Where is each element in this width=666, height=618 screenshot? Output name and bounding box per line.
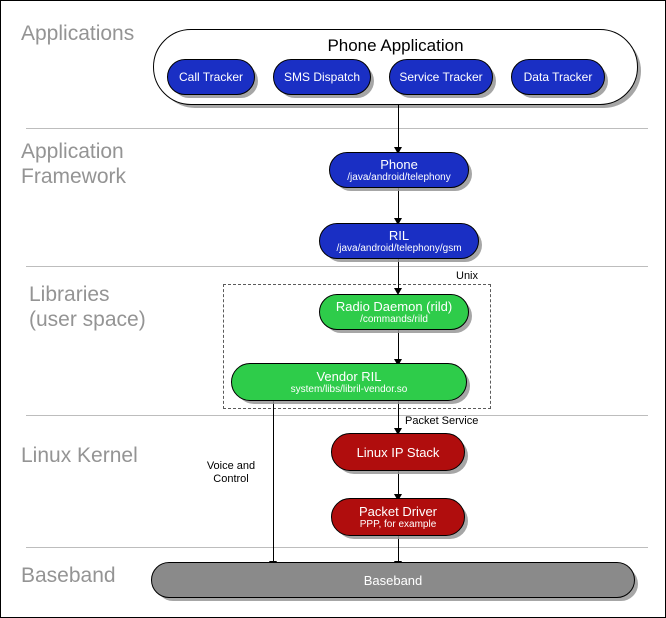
app-node-service-tracker[interactable]: Service Tracker <box>389 59 493 95</box>
library-node-radio-daemon-title: Radio Daemon (rild) <box>335 298 453 314</box>
app-node-sms-dispatch-label: SMS Dispatch <box>283 69 361 84</box>
band-label-baseband: Baseband <box>21 564 116 587</box>
framework-node-ril-subtitle: /java/android/telephony/gsm <box>336 242 462 254</box>
connector-ip-stack-to-packet-driver <box>398 471 399 499</box>
framework-node-phone[interactable]: Phone /java/android/telephony <box>329 152 469 188</box>
library-node-radio-daemon-subtitle: /commands/rild <box>360 313 428 325</box>
arrowhead-ril-to-rild <box>394 288 402 295</box>
connector-phone-to-ril <box>398 188 399 222</box>
band-label-libraries: Libraries (user space) <box>29 283 146 331</box>
kernel-node-linux-ip-stack[interactable]: Linux IP Stack <box>331 433 465 471</box>
connector-packet-driver-to-baseband <box>398 536 399 565</box>
library-node-vendor-ril-subtitle: system/libs/libril-vendor.so <box>290 383 408 395</box>
app-node-data-tracker[interactable]: Data Tracker <box>511 59 605 95</box>
kernel-node-packet-driver-title: Packet Driver <box>358 503 438 519</box>
divider-linux-kernel <box>26 547 648 548</box>
connector-vendor-ril-to-ip-stack <box>398 401 399 433</box>
baseband-node-title: Baseband <box>363 572 423 588</box>
band-label-application-framework: Application Framework <box>21 140 127 188</box>
arrowhead-phone-to-ril <box>394 218 402 225</box>
unix-group-label: Unix <box>456 270 479 282</box>
connector-rild-to-vendor-ril <box>398 330 399 364</box>
unix-group-box <box>223 284 491 409</box>
framework-node-ril[interactable]: RIL /java/android/telephony/gsm <box>319 223 479 259</box>
edge-label-packet-service: Packet Service <box>405 415 479 427</box>
kernel-node-packet-driver[interactable]: Packet Driver PPP, for example <box>331 498 465 536</box>
framework-node-phone-subtitle: /java/android/telephony <box>347 171 451 183</box>
arrowhead-vendor-ril-to-ip-stack <box>394 428 402 435</box>
framework-node-ril-title: RIL <box>388 227 410 243</box>
arrowhead-apps-to-phone <box>394 147 402 154</box>
divider-application-framework <box>26 266 648 267</box>
app-node-service-tracker-label: Service Tracker <box>399 69 483 84</box>
divider-applications <box>26 128 648 129</box>
baseband-node[interactable]: Baseband <box>151 562 635 598</box>
kernel-node-linux-ip-stack-title: Linux IP Stack <box>356 444 440 460</box>
band-label-linux-kernel: Linux Kernel <box>21 444 138 467</box>
app-node-call-tracker-label: Call Tracker <box>178 69 243 84</box>
band-label-applications: Applications <box>21 22 135 45</box>
library-node-vendor-ril[interactable]: Vendor RIL system/libs/libril-vendor.so <box>231 363 467 401</box>
library-node-vendor-ril-title: Vendor RIL <box>316 368 382 384</box>
app-node-call-tracker[interactable]: Call Tracker <box>167 59 255 95</box>
kernel-node-packet-driver-subtitle: PPP, for example <box>359 518 437 530</box>
connector-apps-to-phone <box>398 105 399 151</box>
divider-libraries <box>26 415 648 416</box>
edge-label-voice-and-control: Voice and Control <box>206 460 256 485</box>
connector-ril-to-rild <box>398 259 399 293</box>
library-node-radio-daemon[interactable]: Radio Daemon (rild) /commands/rild <box>319 294 469 330</box>
phone-application-title: Phone Application <box>327 36 464 55</box>
app-node-data-tracker-label: Data Tracker <box>523 69 593 84</box>
connector-vendor-ril-to-baseband <box>273 399 274 565</box>
app-node-sms-dispatch[interactable]: SMS Dispatch <box>273 59 371 95</box>
framework-node-phone-title: Phone <box>380 156 418 172</box>
